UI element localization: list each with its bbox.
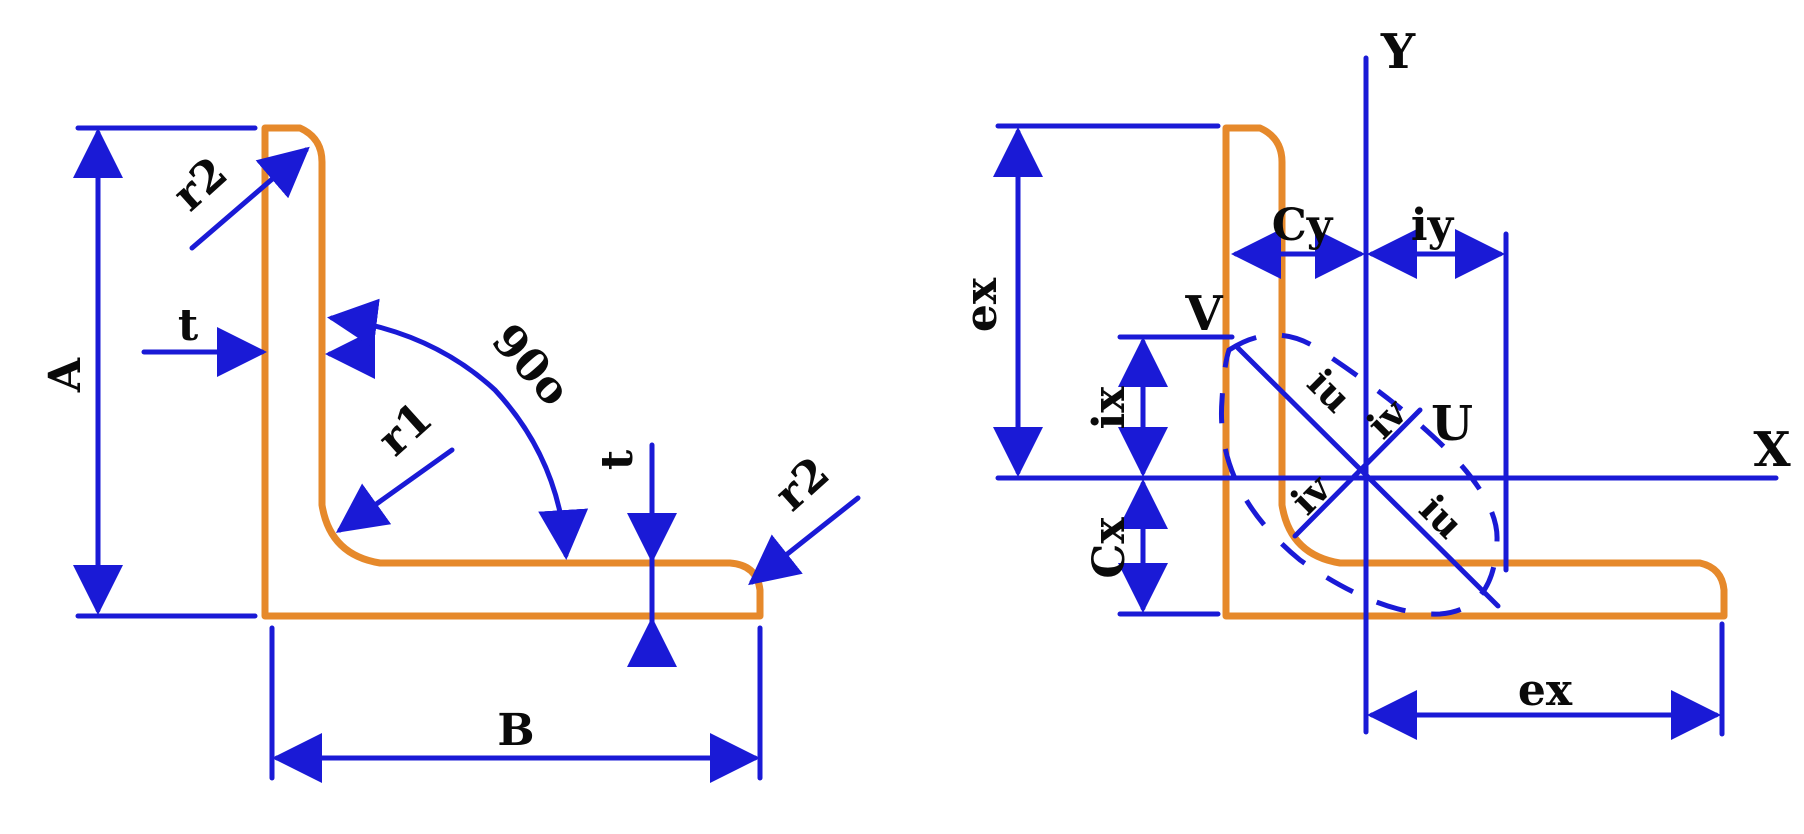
label-r2-right: r2 xyxy=(765,447,839,521)
label-iy: iy xyxy=(1411,200,1455,251)
label-ex-vertical: ex xyxy=(956,277,1007,332)
label-iu-lower: iu xyxy=(1411,486,1473,548)
label-v: V xyxy=(1184,286,1223,342)
label-ix: ix xyxy=(1084,386,1135,430)
axis-v xyxy=(1292,407,1423,539)
label-angle: 90o xyxy=(482,315,581,416)
label-t-leg: t xyxy=(592,449,643,470)
label-cy: Cy xyxy=(1272,200,1334,251)
angle-profile-right xyxy=(1222,124,1728,620)
label-t-flange: t xyxy=(178,300,199,351)
label-cx: Cx xyxy=(1084,517,1135,579)
angle-arc xyxy=(327,298,589,560)
dim-r2-right-leader xyxy=(748,495,861,586)
label-y: Y xyxy=(1380,24,1416,80)
label-ex-horizontal: ex xyxy=(1518,665,1573,716)
label-x: X xyxy=(1753,422,1791,478)
right-view: Y X U V ex Cy iy ix Cx iu iv iv iu xyxy=(956,24,1791,740)
axis-u xyxy=(1235,345,1501,609)
label-r2-top: r2 xyxy=(163,147,237,221)
label-b: B xyxy=(497,705,534,756)
label-r1: r1 xyxy=(368,392,442,466)
left-view: A B r2 t r1 90o t r2 xyxy=(40,124,861,783)
dim-r2-top-leader xyxy=(189,146,310,251)
gyration-ellipse xyxy=(1218,332,1500,617)
label-iv-lower: iv xyxy=(1282,464,1341,523)
label-a: A xyxy=(40,357,91,393)
dim-r1-leader xyxy=(335,447,455,533)
